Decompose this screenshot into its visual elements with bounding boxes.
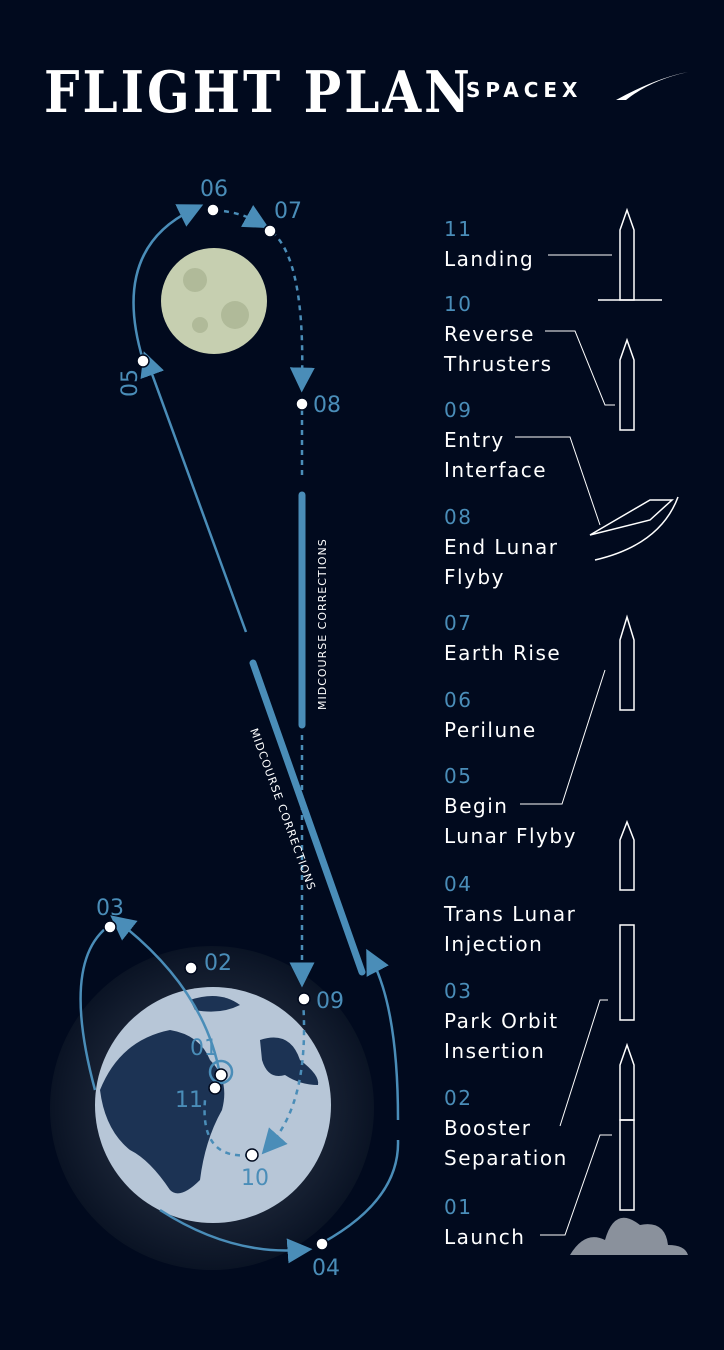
- point-label-01: 01: [190, 1036, 218, 1061]
- point-label-09: 09: [316, 989, 344, 1014]
- point-label-11: 11: [175, 1088, 203, 1113]
- point-label-10: 10: [241, 1166, 269, 1191]
- logo-text: SPACEX: [466, 78, 583, 102]
- point-label-04: 04: [312, 1256, 340, 1281]
- point-label-05: 05: [118, 369, 143, 397]
- midcourse-bar-2: [249, 659, 366, 976]
- point-label-02: 02: [204, 951, 232, 976]
- point-label-06: 06: [200, 177, 228, 202]
- continents: [100, 996, 319, 1194]
- point-label-08: 08: [313, 393, 341, 418]
- rocket-icons: [589, 207, 679, 1211]
- launch-smoke: [570, 1217, 688, 1255]
- point-label-03: 03: [96, 896, 124, 921]
- moon: [161, 248, 267, 354]
- logo-swoosh-icon: [616, 72, 688, 100]
- spacex-logo: SPACEX: [466, 70, 691, 114]
- page-title: FLIGHT PLAN: [44, 58, 473, 126]
- midcourse-label: MIDCOURSE CORRECTIONS: [316, 538, 329, 710]
- point-label-07: 07: [274, 199, 302, 224]
- waypoints: [103, 203, 329, 1251]
